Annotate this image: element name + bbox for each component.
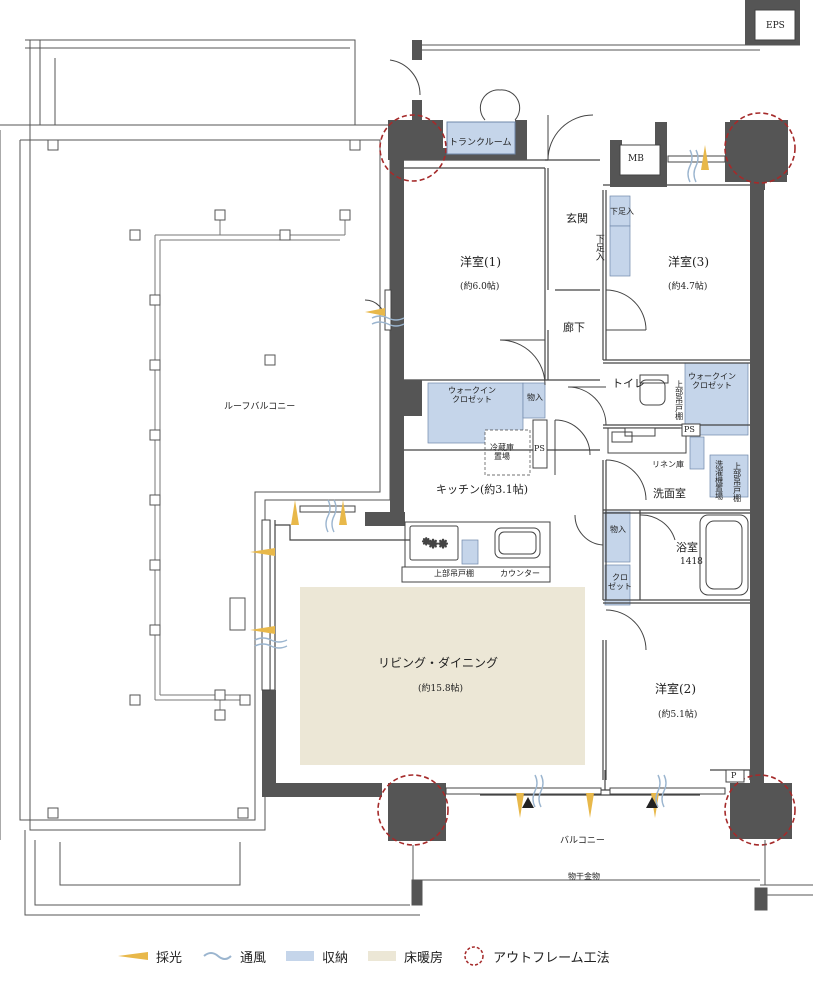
western-room-3-label: 洋室(3) [668,255,709,269]
ps-kitchen-label: PS [534,444,545,453]
legend-item-storage: 収納 [286,947,348,966]
floor-heating-area [300,587,585,765]
trunk-room-box [446,121,516,155]
legend: 採光 通風 収納 床暖房 アウトフレーム工法 [118,943,610,969]
bath-size: 1418 [680,557,703,567]
entrance-label: 玄関 [566,212,588,225]
roof-balcony-label: ルーフバルコニー [224,402,296,412]
floor-heating-icon [368,951,397,961]
washroom-label: 洗面室 [653,487,686,500]
trunk-room-label: トランクルーム [449,138,512,148]
outframe-columns [388,120,792,841]
outframe-circles [377,112,796,846]
closet-label: クロ ゼット [608,573,632,592]
balcony-triangles [522,797,658,808]
legend-label-outframe: アウトフレーム工法 [493,950,610,966]
western-room-1-area: (約6.0帖) [460,282,500,292]
legend-item-floor-heating: 床暖房 [368,947,443,966]
legend-label-light: 採光 [156,950,183,966]
svg-text:❋❋: ❋❋ [428,537,448,551]
washer-upper-cabinet-label: 上部吊戸棚 [732,462,742,502]
wind-icon [203,952,232,960]
ps-toilet-box [681,423,701,437]
eps-label: EPS [766,21,785,31]
legend-item-outframe: アウトフレーム工法 [463,945,610,967]
ps-toilet-label: PS [684,425,695,434]
western-room-1-label: 洋室(1) [460,255,501,269]
western-room-2-label: 洋室(2) [655,682,696,696]
toilet-upper-cabinet-label: 上部吊戸棚 [674,380,684,420]
living-dining-label: リビング・ダイニング [378,656,499,670]
bath-label: 浴室 [676,541,698,554]
toilet-fixture [607,374,687,454]
storage-hall-label: 物入 [527,393,543,402]
bathtub [699,514,749,596]
washer-space-label: 洗濯機置場 [714,460,724,500]
corridor-label: 廊下 [563,321,585,334]
light-icon [118,952,148,960]
legend-label-wind: 通風 [240,950,267,966]
p-balcony-box [725,769,745,783]
right-balcony-rail [411,840,813,911]
toilet-label: トイレ [612,377,645,390]
walkin-closet-1-label: ウォークイン クロゼット [448,386,496,405]
storage-bath-label: 物入 [610,525,626,534]
windows [261,155,726,795]
legend-label-floor-heating: 床暖房 [404,950,444,966]
mb-label: MB [628,154,644,164]
living-dining-area: (約15.8帖) [418,684,464,694]
counter-label: カウンター [500,569,540,578]
shoe-box-1-label: 下足入 [610,207,634,216]
wind-marks [254,149,699,808]
clothes-rack-label: 物干金物 [568,872,600,881]
outframe-icon [464,946,484,966]
fridge-space-label: 冷蔵庫 置場 [490,443,514,462]
door-swings [364,59,676,651]
storage-icon [286,951,315,961]
balcony-label: バルコニー [560,836,605,846]
walkin-closet-3-label: ウォークイン クロゼット [688,372,736,391]
storage-areas [427,121,749,606]
legend-item-wind: 通風 [202,947,266,966]
shoe-box-2-label: 下足入 [593,234,604,261]
kitchen-counter: ❋❋ ❋ [401,521,551,583]
western-room-2-area: (約5.1帖) [658,710,698,720]
linen-label: リネン庫 [652,460,684,469]
pergola-frame [154,215,346,715]
legend-item-light: 採光 [118,947,182,966]
roof-balcony-outline [0,39,420,916]
kitchen-label: キッチン(約3.1帖) [436,483,529,496]
western-room-3-area: (約4.7帖) [668,282,708,292]
upper-cabinet-label: 上部吊戸棚 [434,569,474,578]
pergola-posts [47,139,361,819]
p-balcony-label: P [731,771,737,780]
legend-label-storage: 収納 [322,950,349,966]
ps-kitchen-box [532,419,548,469]
svg-text:❋: ❋ [422,537,430,548]
mb-box [619,144,661,176]
eps-box [420,0,800,51]
